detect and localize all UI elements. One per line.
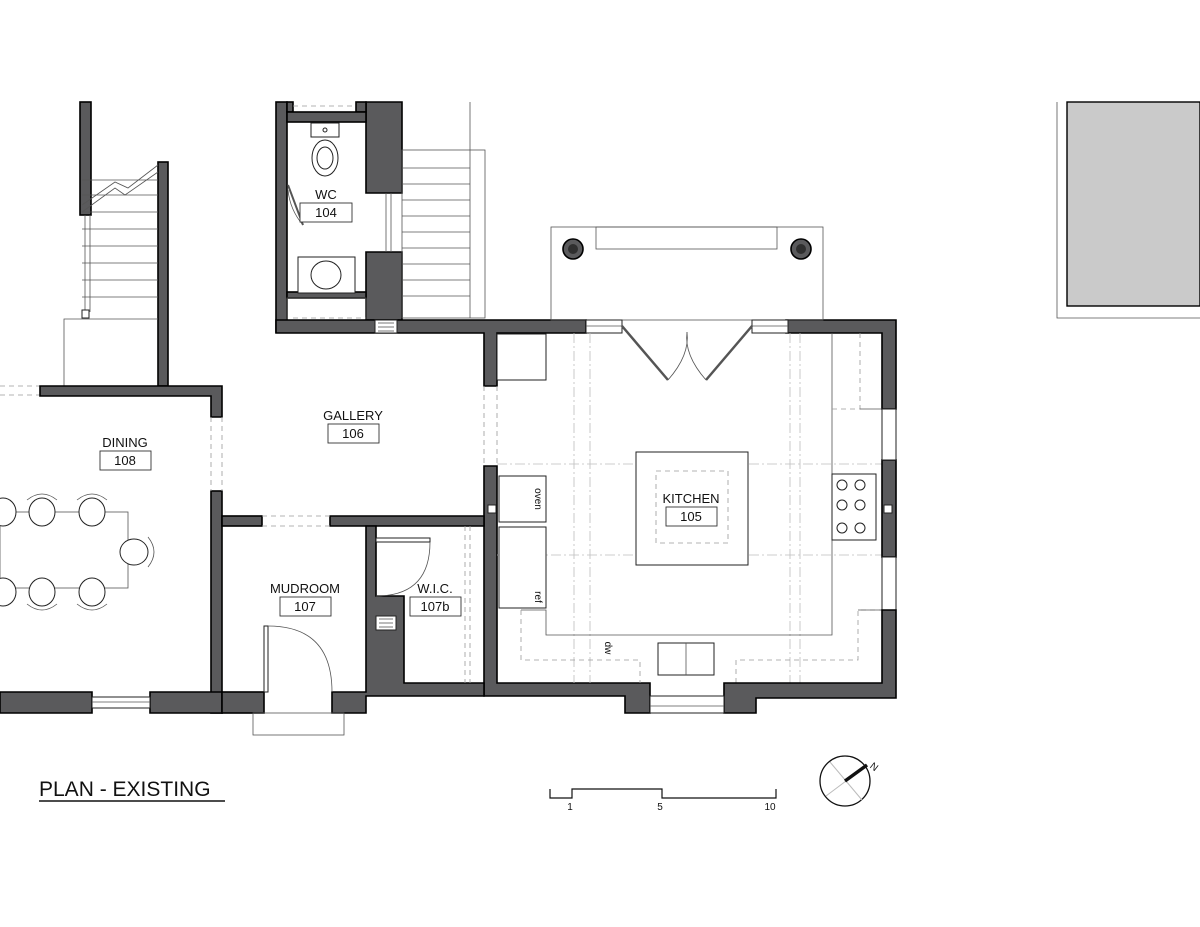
scale-tick-10: 10: [764, 802, 776, 813]
oven-label: oven: [532, 488, 543, 510]
room-number: 106: [342, 426, 364, 441]
room-name: GALLERY: [323, 408, 383, 423]
mudroom: [221, 525, 485, 736]
room-label-gallery: GALLERY 106: [323, 408, 383, 444]
room-number: 107: [294, 599, 316, 614]
dw-label: dw: [602, 642, 613, 656]
gallery-stair: [401, 102, 486, 319]
terrace: [550, 226, 824, 381]
room-label-wic: W.I.C. 107b: [409, 581, 462, 617]
room-number: 107b: [421, 599, 450, 614]
ref-label: ref: [532, 591, 543, 603]
north-label: N: [867, 761, 879, 774]
room-label-mudroom: MUDROOM 107: [270, 581, 340, 617]
room-name: W.I.C.: [417, 581, 452, 596]
dining-stair: [0, 101, 169, 396]
scale-bar: 1 5 10: [549, 788, 777, 813]
room-label-wc: WC 104: [299, 187, 353, 223]
room-label-dining: DINING 108: [99, 435, 152, 471]
room-name: MUDROOM: [270, 581, 340, 596]
room-name: KITCHEN: [662, 491, 719, 506]
dining-table: [0, 493, 155, 611]
dining-walls: [0, 385, 223, 714]
scale-tick-1: 1: [567, 802, 573, 813]
scale-tick-5: 5: [657, 802, 663, 813]
room-name: DINING: [102, 435, 148, 450]
north-arrow-icon: N: [819, 755, 880, 807]
room-number: 104: [315, 205, 337, 220]
room-name: WC: [315, 187, 337, 202]
gallery-walls: [221, 319, 897, 714]
room-label-kitchen: KITCHEN 105: [662, 491, 720, 527]
room-number: 105: [680, 509, 702, 524]
adjacent-building: [1056, 101, 1200, 319]
plan-title: PLAN - EXISTING: [39, 778, 211, 801]
room-number: 108: [114, 453, 136, 468]
